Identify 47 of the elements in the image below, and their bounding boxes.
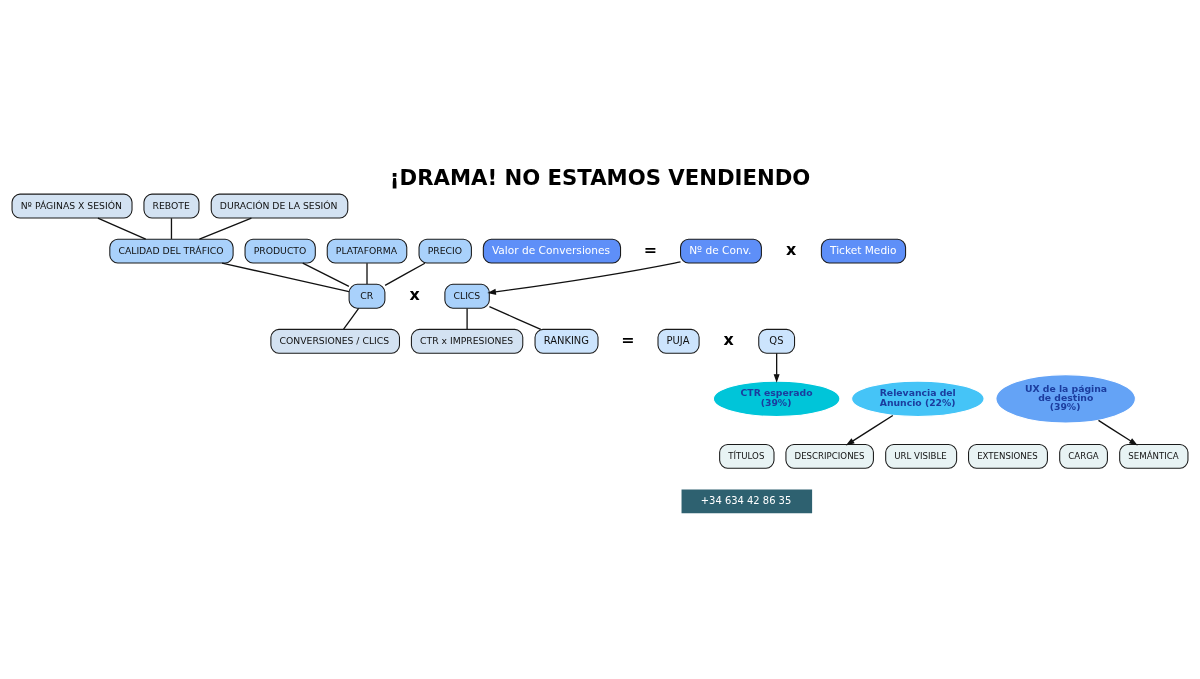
node-box: Ticket Medio — [820, 238, 907, 264]
node-box: PRODUCTO — [244, 238, 316, 264]
node-box: REBOTE — [143, 193, 200, 219]
label: x — [723, 329, 734, 349]
node-box: Valor de Conversiones — [482, 238, 622, 264]
node-box: PRECIO — [418, 238, 472, 264]
connector — [170, 217, 173, 240]
node-box: CTR x IMPRESIONES — [410, 328, 524, 354]
node-box: CALIDAD DEL TRÁFICO — [109, 238, 234, 264]
node-box: TÍTULOS — [719, 443, 775, 469]
connector — [366, 262, 368, 285]
node-box: PUJA — [657, 328, 700, 354]
connector — [488, 306, 542, 330]
node-ellipse: Relevancia del Anuncio (22%) — [851, 380, 985, 418]
node-box: DESCRIPCIONES — [785, 443, 874, 469]
arrow — [773, 352, 780, 383]
connector — [466, 307, 468, 330]
node-box: DURACIÓN DE LA SESIÓN — [210, 193, 349, 219]
label: = — [621, 329, 635, 349]
node-box: Nº PÁGINAS X SESIÓN — [11, 193, 133, 219]
node-box: RANKING — [534, 328, 599, 354]
label: +34 634 42 86 35 — [700, 494, 792, 506]
connector — [97, 217, 147, 240]
connector — [384, 262, 426, 287]
label: = — [643, 239, 658, 259]
node-ellipse: UX de la página de destino (39%) — [995, 374, 1136, 424]
node-box: CR — [348, 283, 386, 309]
label: x — [785, 239, 797, 259]
connector — [302, 262, 350, 288]
node-box: Nº de Conv. — [680, 238, 762, 264]
node-box: PLATAFORMA — [326, 238, 408, 264]
label: x — [409, 284, 420, 304]
connector — [342, 307, 360, 330]
node-box: URL VISIBLE — [885, 443, 958, 469]
node-ellipse: CTR esperado (39%) — [712, 380, 841, 418]
connector — [198, 217, 253, 240]
arrow — [487, 261, 682, 295]
node-box: SEMÁNTICA — [1119, 443, 1189, 469]
node-box: CONVERSIONES / CLICS — [270, 328, 400, 354]
node-box: QS — [758, 328, 796, 354]
diagram-title: ¡DRAMA! NO ESTAMOS VENDIENDO — [389, 164, 811, 190]
connector — [221, 262, 350, 293]
node-box: EXTENSIONES — [968, 443, 1048, 469]
node-box: CLICS — [444, 283, 490, 309]
node-box: CARGA — [1059, 443, 1108, 469]
arrow — [845, 414, 894, 446]
arrow — [1097, 419, 1138, 446]
